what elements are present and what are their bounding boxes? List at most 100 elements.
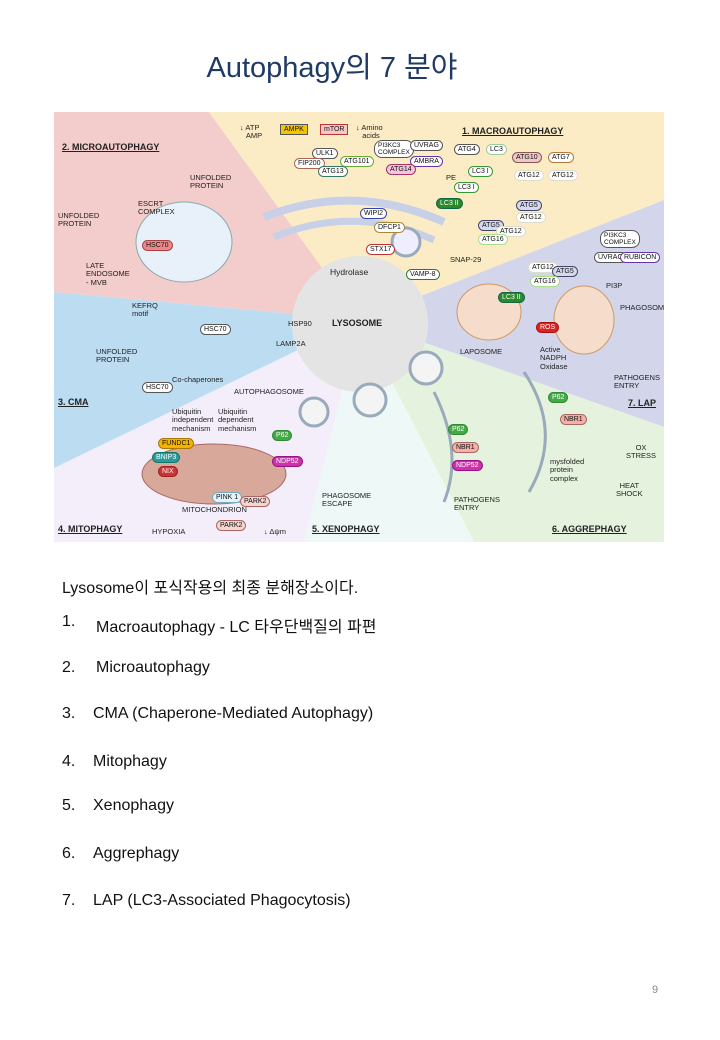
atg12-pill: ATG12 <box>496 226 526 237</box>
list-text: Microautophagy <box>96 659 210 676</box>
slide-title: Autophagy의 7 분야 <box>206 52 458 84</box>
fip200-pill: FIP200 <box>294 158 325 169</box>
section-lap: 7. LAP <box>628 398 657 408</box>
atg7-pill: ATG7 <box>548 152 574 163</box>
lysosome-label: LYSOSOME <box>332 318 383 328</box>
cma-region <box>54 292 360 468</box>
atg5-pill: ATG5 <box>516 200 542 211</box>
list-number: 1. <box>62 613 76 630</box>
ndp52-pill: NDP52 <box>452 460 483 471</box>
phagosome <box>553 285 615 355</box>
ros-badge: ROS <box>536 322 560 333</box>
atg5-pill: ATG5 <box>478 220 504 231</box>
p62-pill: P62 <box>548 392 569 403</box>
escrt-complex-label: ESCRT COMPLEX <box>138 199 175 217</box>
xenophagy-membrane <box>432 391 454 503</box>
section-macroautophagy: 1. MACROAUTOPHAGY <box>462 126 564 136</box>
list-text: Aggrephagy <box>93 845 180 862</box>
atg12-pill: ATG12 <box>548 170 578 181</box>
delta-psi-label: ↓ Δψm <box>264 527 287 536</box>
nix-pill: NIX <box>158 466 178 477</box>
section-xenophagy: 5. XENOPHAGY <box>312 524 380 534</box>
atg10-pill: ATG10 <box>512 152 542 163</box>
atg16-pill: ATG16 <box>530 276 560 287</box>
list-item: 6.Aggrephagy <box>62 845 179 863</box>
late-endosome <box>135 201 233 283</box>
phagosome-escape-label: PHAGOSOME ESCAPE <box>322 491 372 509</box>
section-cma: 3. CMA <box>58 397 89 407</box>
pathogens-entry-label: PATHOGENS ENTRY <box>614 373 660 391</box>
uvrag-pill: UVRAG <box>410 140 443 151</box>
section-microautophagy: 2. MICROAUTOPHAGY <box>62 142 160 152</box>
mtor-box: mTOR <box>320 124 349 135</box>
lysosome <box>292 256 428 392</box>
lc3-i-pill: LC3 I <box>468 166 493 177</box>
nadph-oxidase-label: Active NADPH Oxidase <box>540 345 568 371</box>
atg4-pill: ATG4 <box>454 144 480 155</box>
list-text: Mitophagy <box>93 753 167 770</box>
autolysosome <box>408 350 444 386</box>
list-number: 4. <box>62 753 76 770</box>
list-text: Xenophagy <box>93 797 174 814</box>
ubiquitin-dependent-label: Ubiquitin dependent mechanism <box>218 407 257 433</box>
autophagosome <box>298 396 330 428</box>
p62-pill: P62 <box>448 424 469 435</box>
ndp52-pill: NDP52 <box>272 456 303 467</box>
list-item: 3.CMA (Chaperone-Mediated Autophagy) <box>62 705 373 723</box>
vamp8-pill: VAMP-8 <box>406 269 440 280</box>
golgi <box>262 196 446 226</box>
autophagy-diagram: 2. MICROAUTOPHAGY 1. MACROAUTOPHAGY 3. C… <box>54 112 664 542</box>
hsp90-label: HSP90 <box>288 319 312 328</box>
mitochondrion-label: MITOCHONDRION <box>182 505 247 514</box>
lc3-ii-pill: LC3 II <box>436 198 463 209</box>
autolysosome <box>352 382 388 418</box>
atg13-pill: ATG13 <box>318 166 348 177</box>
kefrq-motif-label: KEFRQ motif <box>132 301 158 319</box>
atp-label: ↓ ATP AMP <box>240 123 263 141</box>
intro-text: Lysosome이 포식작용의 최종 분해장소이다. <box>62 580 359 597</box>
heat-shock-label: HEAT SHOCK <box>616 481 643 499</box>
page-number: 9 <box>652 984 659 996</box>
lc3-i-pill: LC3 I <box>454 182 479 193</box>
unfolded-protein-label: UNFOLDED PROTEIN <box>96 347 138 365</box>
list-item: 4. Mitophagy <box>62 753 167 771</box>
atg12-pill: ATG12 <box>514 170 544 181</box>
p62-pill: P62 <box>272 430 293 441</box>
list-text: LAP (LC3-Associated Phagocytosis) <box>93 892 351 909</box>
park2-pill: PARK2 <box>240 496 271 507</box>
unfolded-protein-label: UNFOLDED PROTEIN <box>190 173 232 191</box>
mitophagy-region <box>54 320 360 542</box>
pathogens-entry-label: PATHOGENS ENTRY <box>454 495 500 513</box>
hsc70-pill: HSC70 <box>200 324 231 335</box>
amino-acids-label: ↓ Amino acids <box>356 123 383 141</box>
hsc70-pill: HSC70 <box>142 240 173 251</box>
phagophore <box>390 226 422 258</box>
list-number: 5. <box>62 797 76 814</box>
list-text: Macroautophagy - LC 타우단백질의 파편 <box>96 619 377 636</box>
dfcp1-pill: DFCP1 <box>374 222 405 233</box>
list-number: 7. <box>62 892 76 909</box>
list-number: 2. <box>62 659 76 676</box>
ox-stress-label: OX STRESS <box>626 443 657 461</box>
rubicon-pill: RUBICON <box>620 252 661 263</box>
phagosome-label: PHAGOSOME <box>620 303 664 312</box>
section-mitophagy: 4. MITOPHAGY <box>58 524 123 534</box>
snap29-label: SNAP-29 <box>450 255 482 264</box>
pi3kc3-complex-pill: PI3KC3 COMPLEX <box>600 230 640 248</box>
list-item: 2. Microautophagy <box>62 659 210 677</box>
ampk-box: AMPK <box>280 124 308 135</box>
hydrolase-label: Hydrolase <box>330 267 369 277</box>
fundc1-pill: FUNDC1 <box>158 438 195 449</box>
bnip3-pill: BNIP3 <box>152 452 181 463</box>
ulk1-pill: ULK1 <box>312 148 338 159</box>
atg101-pill: ATG101 <box>340 156 374 167</box>
hypoxia-label: HYPOXIA <box>152 527 186 536</box>
lamp2a-label: LAMP2A <box>276 339 306 348</box>
late-endosome-label: LATE ENDOSOME - MVB <box>86 261 130 287</box>
ubiquitin-independent-label: Ubiquitin independent mechanism <box>172 407 214 433</box>
list-item: 7. LAP (LC3-Associated Phagocytosis) <box>62 892 351 910</box>
atg16-pill: ATG16 <box>478 234 508 245</box>
park2-pill: PARK2 <box>216 520 247 531</box>
pink1-pill: PINK 1 <box>212 492 243 503</box>
nbr1-pill: NBR1 <box>452 442 479 453</box>
